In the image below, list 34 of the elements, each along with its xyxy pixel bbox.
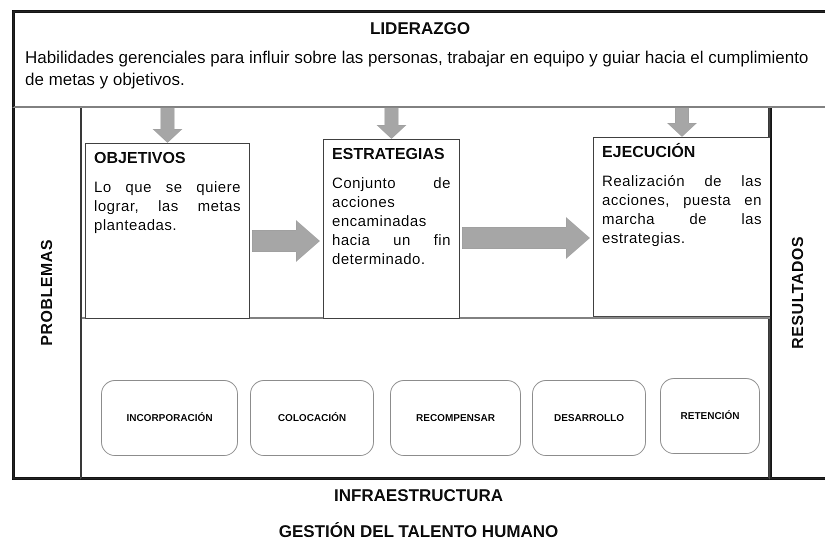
footer-label: INFRAESTRUCTURA: [332, 486, 504, 506]
header-title: LIDERAZGO: [368, 19, 472, 39]
stage-card: [390, 380, 521, 456]
side-panel: [12, 108, 80, 480]
card-label: COLOCACIÓN: [278, 412, 346, 424]
block-arrow: [667, 108, 697, 137]
stage-card: [660, 378, 760, 454]
process-box: [323, 139, 460, 319]
header-band: [12, 10, 825, 108]
block-arrow: [152, 108, 182, 143]
header-text: Habilidades gerenciales para influir sobre las personas, trabajar en equipo y guiar hacia el cumplimiento de metas y objetivos.: [24, 47, 810, 91]
footer-title: GESTIÓN DEL TALENTO HUMANO: [278, 522, 560, 542]
stage-card: [250, 380, 374, 456]
process-box: [593, 137, 771, 317]
side-label: RESULTADOS: [790, 236, 808, 349]
box-text: Realización de las acciones, puesta en marcha de las estrategias.: [602, 172, 762, 248]
box-heading: ESTRATEGIAS: [332, 146, 446, 164]
box-text: Conjunto de acciones encaminadas hacia un fin determinado.: [332, 174, 451, 269]
stage-card: [101, 380, 238, 456]
card-label: RECOMPENSAR: [416, 412, 495, 424]
block-arrow: [462, 217, 590, 259]
box-heading: EJECUCIÓN: [602, 144, 696, 162]
box-text: Lo que se quiere lograr, las metas planteadas.: [94, 178, 241, 235]
process-box: [85, 143, 250, 319]
side-panel: [770, 108, 825, 480]
stage-card: [532, 380, 646, 456]
block-arrow: [376, 108, 406, 139]
box-heading: OBJETIVOS: [94, 150, 187, 168]
card-label: INCORPORACIÓN: [126, 412, 213, 424]
side-label: PROBLEMAS: [38, 239, 56, 346]
card-label: DESARROLLO: [554, 412, 624, 424]
main-panel: [80, 108, 770, 480]
card-label: RETENCIÓN: [680, 410, 740, 422]
block-arrow: [252, 220, 320, 262]
